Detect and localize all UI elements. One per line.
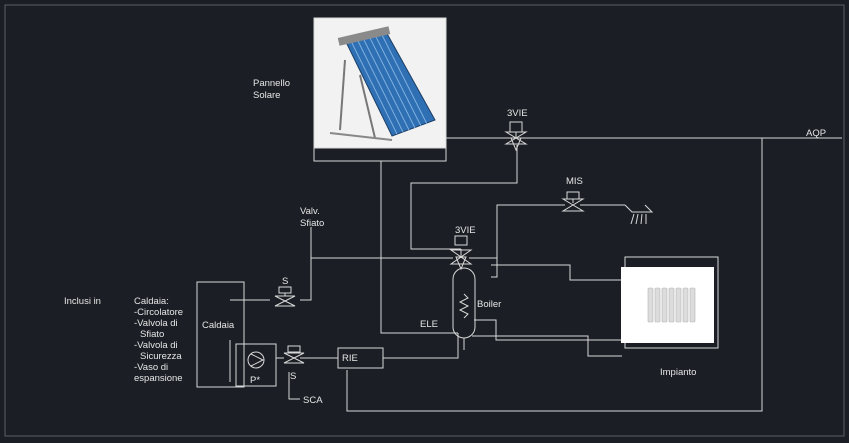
- piping: [229, 137, 842, 412]
- three-way-valve-icon: [504, 121, 528, 152]
- mis-label: MIS: [566, 176, 583, 187]
- radiator-image: [621, 267, 714, 343]
- s-lower-label: S: [290, 371, 296, 382]
- pannello-label-1: Pannello: [253, 78, 290, 89]
- heating-element-icon: [458, 293, 470, 319]
- list-item: Sfiato: [140, 329, 164, 340]
- gate-valve-icon: [274, 286, 296, 307]
- inclusi-label: Inclusi in: [64, 296, 101, 307]
- impianto-label: Impianto: [660, 367, 696, 378]
- rie-box: [337, 347, 384, 369]
- list-item: -Valvola di: [134, 340, 178, 351]
- shower-icon: [624, 204, 654, 225]
- list-item: -Circolatore: [134, 307, 183, 318]
- list-item: Sicurezza: [140, 351, 182, 362]
- boiler-label: Boiler: [477, 299, 501, 310]
- pump-icon: [247, 351, 265, 369]
- s-upper-label: S: [282, 276, 288, 287]
- valve-3vie-top-label: 3VIE: [507, 108, 528, 119]
- sca-label: SCA: [303, 395, 323, 406]
- valv-sfiato-label-2: Sfiato: [300, 218, 324, 229]
- caldaia-components-list: Caldaia: -Circolatore -Valvola di Sfiato…: [134, 296, 183, 384]
- valv-sfiato-label-1: Valv.: [300, 206, 320, 217]
- caldaia-box-label: Caldaia: [202, 320, 235, 331]
- valve-3vie-mid-label: 3VIE: [455, 225, 476, 236]
- three-way-valve-icon: [449, 235, 473, 271]
- list-item: -Valvola di: [134, 318, 178, 329]
- list-item: Caldaia:: [134, 296, 169, 307]
- gate-valve-icon: [283, 345, 305, 364]
- list-item: espansione: [134, 373, 183, 384]
- rie-label: RIE: [342, 353, 358, 364]
- ele-label: ELE: [420, 319, 438, 330]
- caldaia-box: [196, 281, 245, 388]
- list-item: -Vaso di: [134, 362, 168, 373]
- drawing-frame: [4, 4, 845, 437]
- pump-label: P*: [250, 375, 260, 386]
- solar-panel-image: [313, 17, 447, 162]
- aqp-label: AQP: [806, 128, 826, 139]
- gate-valve-icon: [561, 191, 585, 212]
- pump-housing: [235, 343, 277, 387]
- pannello-label-2: Solare: [253, 90, 280, 101]
- boiler-tank: [452, 267, 476, 350]
